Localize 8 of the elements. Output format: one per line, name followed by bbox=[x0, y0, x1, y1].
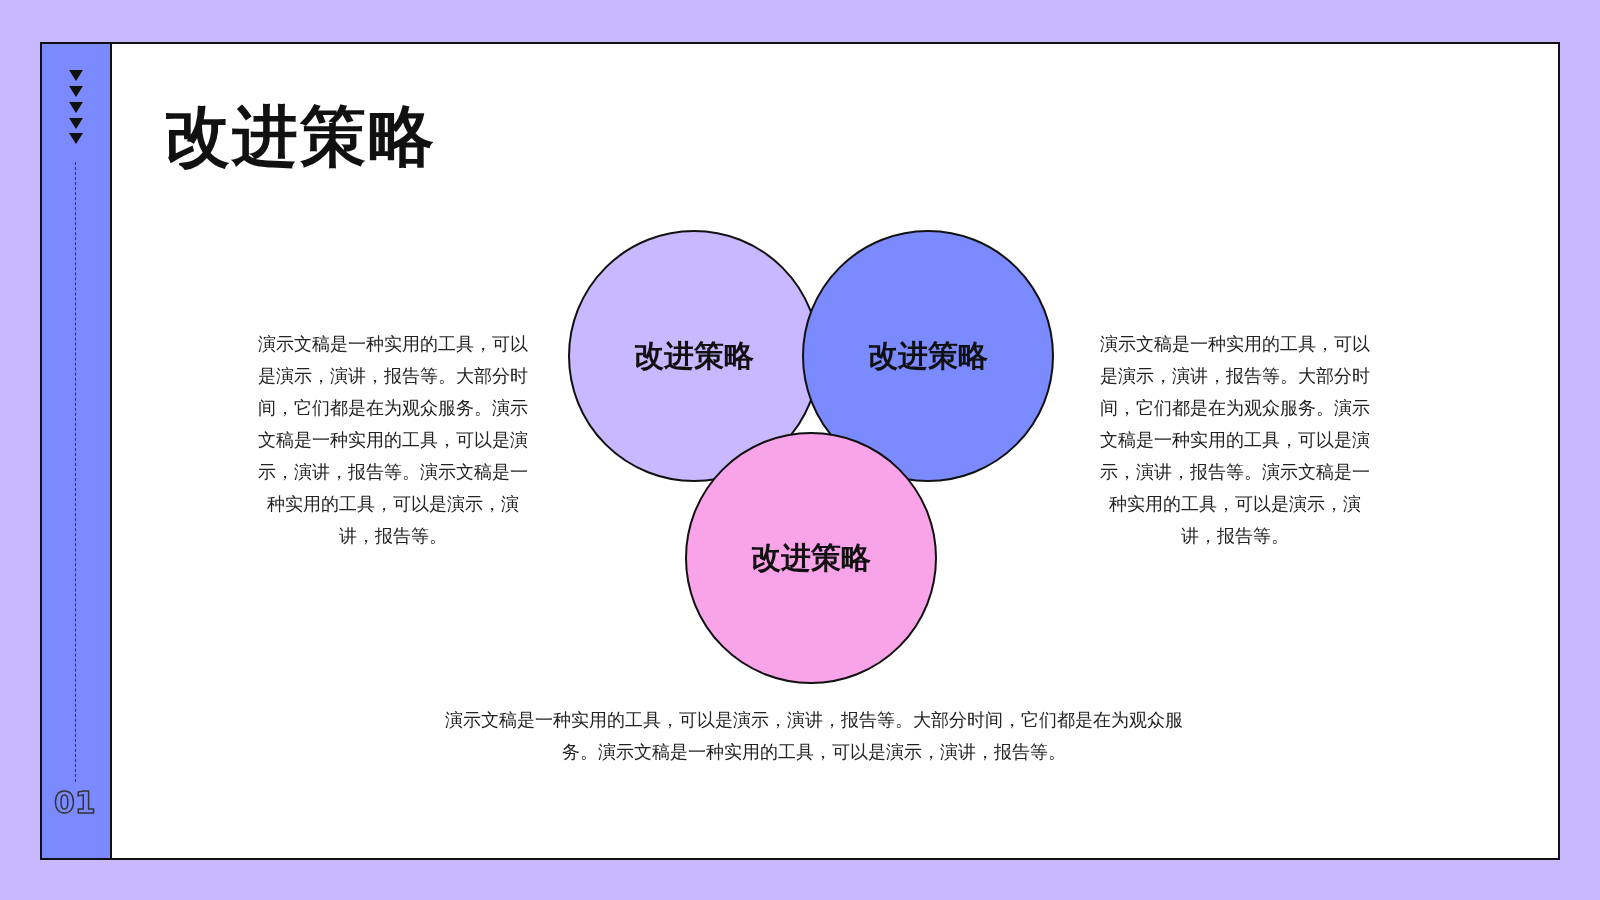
circle-label: 改进策略 bbox=[868, 336, 988, 375]
description-text: 演示文稿是一种实用的工具，可以是演示，演讲，报告等。大部分时间，它们都是在为观众服务。演示文稿是一种实用的工具，可以是演示，演讲，报告等。演示文稿是一种实用的工具，可以是演示，演讲，报告等。 bbox=[257, 333, 529, 548]
circle-label: 改进策略 bbox=[751, 538, 871, 577]
description-text: 演示文稿是一种实用的工具，可以是演示，演讲，报告等。大部分时间，它们都是在为观众服务。演示文稿是一种实用的工具，可以是演示，演讲，报告等。演示文稿是一种实用的工具，可以是演示，演讲，报告等。 bbox=[1099, 333, 1371, 548]
description-text: 演示文稿是一种实用的工具，可以是演示，演讲，报告等。大部分时间，它们都是在为观众服务。演示文稿是一种实用的工具，可以是演示，演讲，报告等。 bbox=[444, 709, 1184, 764]
slide-title: 改进策略 bbox=[164, 97, 436, 177]
circle-label: 改进策略 bbox=[634, 336, 754, 375]
page-number: 01 bbox=[54, 786, 96, 820]
